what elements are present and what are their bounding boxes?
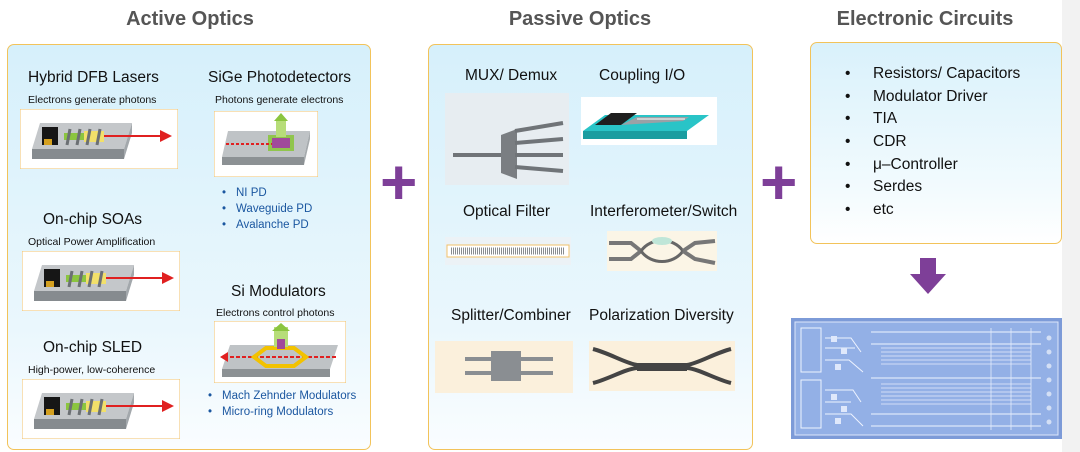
active-optics-panel: Hybrid DFB Lasers Electrons generate pho… xyxy=(7,44,371,450)
modulator-type-list: Mach Zehnder Modulators Micro-ring Modul… xyxy=(208,388,356,420)
electronic-component-list: Resistors/ Capacitors Modulator Driver T… xyxy=(845,63,1020,222)
modulators-title: Si Modulators xyxy=(231,283,326,300)
mux-demux-label: MUX/ Demux xyxy=(465,67,558,84)
list-item: Avalanche PD xyxy=(222,217,312,233)
dfb-lasers-subtitle: Electrons generate photons xyxy=(28,94,157,106)
soa-title: On-chip SOAs xyxy=(43,211,143,228)
list-item: CDR xyxy=(845,131,1020,154)
list-item: Modulator Driver xyxy=(845,86,1020,109)
electronic-circuits-panel: Resistors/ Capacitors Modulator Driver T… xyxy=(810,42,1062,244)
soa-subtitle: Optical Power Amplification xyxy=(28,236,156,248)
dfb-lasers-title: Hybrid DFB Lasers xyxy=(28,69,159,86)
dfb-laser-chip-image xyxy=(20,109,178,169)
list-item: Mach Zehnder Modulators xyxy=(208,388,356,404)
polarization-diversity-image xyxy=(589,341,735,391)
sled-chip-image xyxy=(22,379,180,439)
plus-symbol: + xyxy=(380,146,418,218)
electronic-circuits-header: Electronic Circuits xyxy=(836,8,1014,30)
list-item: TIA xyxy=(845,108,1020,131)
list-item: Serdes xyxy=(845,176,1020,199)
optical-filter-label: Optical Filter xyxy=(463,203,550,220)
modulators-subtitle: Electrons control photons xyxy=(216,307,335,319)
photodetector-type-list: NI PD Waveguide PD Avalanche PD xyxy=(222,185,312,233)
right-edge-stripe xyxy=(1062,0,1080,452)
sled-subtitle: High-power, low-coherence xyxy=(28,364,156,376)
photodetectors-title: SiGe Photodetectors xyxy=(208,69,352,86)
interferometer-image xyxy=(607,231,717,271)
splitter-combiner-label: Splitter/Combiner xyxy=(451,307,571,324)
passive-optics-header: Passive Optics xyxy=(508,8,652,30)
polarization-diversity-label: Polarization Diversity xyxy=(589,307,734,324)
list-item: Micro-ring Modulators xyxy=(208,404,356,420)
list-item: μ–Controller xyxy=(845,154,1020,177)
coupling-io-label: Coupling I/O xyxy=(599,67,686,84)
down-arrow-icon xyxy=(908,258,948,296)
list-item: Waveguide PD xyxy=(222,201,312,217)
list-item: etc xyxy=(845,199,1020,222)
list-item: Resistors/ Capacitors xyxy=(845,63,1020,86)
list-item: NI PD xyxy=(222,185,312,201)
optical-filter-image xyxy=(445,237,571,265)
plus-symbol: + xyxy=(760,146,798,218)
coupling-io-image xyxy=(581,97,717,145)
soa-chip-image xyxy=(22,251,180,311)
passive-optics-panel: MUX/ Demux Coupling I/O Optical Filter I… xyxy=(428,44,753,450)
splitter-combiner-image xyxy=(435,341,573,393)
sled-title: On-chip SLED xyxy=(43,339,143,356)
interferometer-switch-label: Interferometer/Switch xyxy=(590,203,738,220)
active-optics-header: Active Optics xyxy=(126,8,254,30)
photodetectors-subtitle: Photons generate electrons xyxy=(215,94,344,106)
mux-demux-image xyxy=(445,93,569,185)
modulator-chip-image xyxy=(214,321,346,383)
electronic-chip-die-image xyxy=(791,318,1062,439)
photodetector-chip-image xyxy=(214,111,318,177)
